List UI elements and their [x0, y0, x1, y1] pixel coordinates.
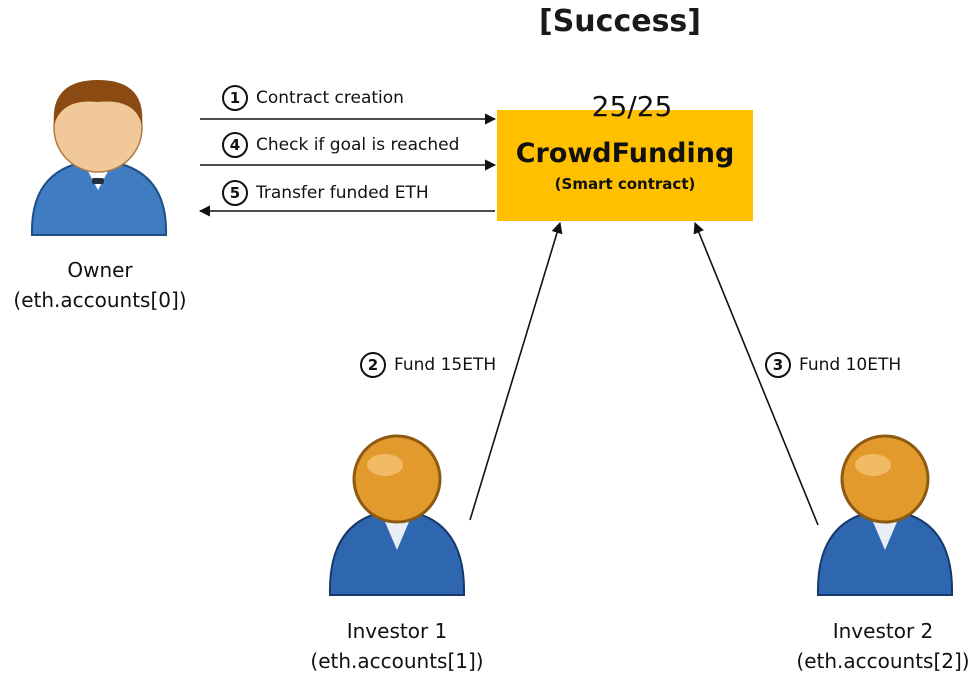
owner-user-icon	[30, 80, 168, 236]
investor1-user-icon	[328, 434, 466, 596]
investor2-account: (eth.accounts[2])	[796, 649, 970, 673]
step-number: 5	[222, 180, 248, 206]
step-label: Fund 15ETH	[394, 355, 497, 375]
step-fund-investor2: 3 Fund 10ETH	[765, 352, 901, 378]
step-number: 1	[222, 85, 248, 111]
investor2-name: Investor 2	[832, 619, 934, 643]
smart-contract-box	[497, 110, 753, 221]
step-label: Fund 10ETH	[799, 355, 902, 375]
step-number: 4	[222, 132, 248, 158]
funding-progress: 25/25	[591, 90, 673, 123]
contract-name: CrowdFunding	[515, 138, 735, 169]
step-fund-investor1: 2 Fund 15ETH	[360, 352, 496, 378]
step-number: 3	[765, 352, 791, 378]
step-check-goal: 4 Check if goal is reached	[222, 132, 459, 158]
step-label: Check if goal is reached	[256, 135, 460, 155]
investor2-label: Investor 2 (eth.accounts[2])	[786, 616, 980, 676]
investor2-user-icon	[816, 434, 954, 596]
investor1-name: Investor 1	[346, 619, 448, 643]
investor1-label: Investor 1 (eth.accounts[1])	[297, 616, 497, 676]
contract-subtitle: (Smart contract)	[554, 175, 696, 193]
step-transfer-eth: 5 Transfer funded ETH	[222, 180, 429, 206]
owner-name: Owner	[67, 258, 133, 282]
arrow-fund-investor1	[469, 221, 563, 521]
investor1-account: (eth.accounts[1])	[310, 649, 484, 673]
step-label: Transfer funded ETH	[256, 183, 429, 203]
diagram-title: [Success]	[538, 4, 701, 39]
owner-label: Owner (eth.accounts[0])	[0, 255, 200, 315]
owner-account: (eth.accounts[0])	[13, 288, 187, 312]
step-label: Contract creation	[256, 88, 404, 108]
step-contract-creation: 1 Contract creation	[222, 85, 404, 111]
step-number: 2	[360, 352, 386, 378]
arrow-fund-investor2	[693, 221, 819, 526]
